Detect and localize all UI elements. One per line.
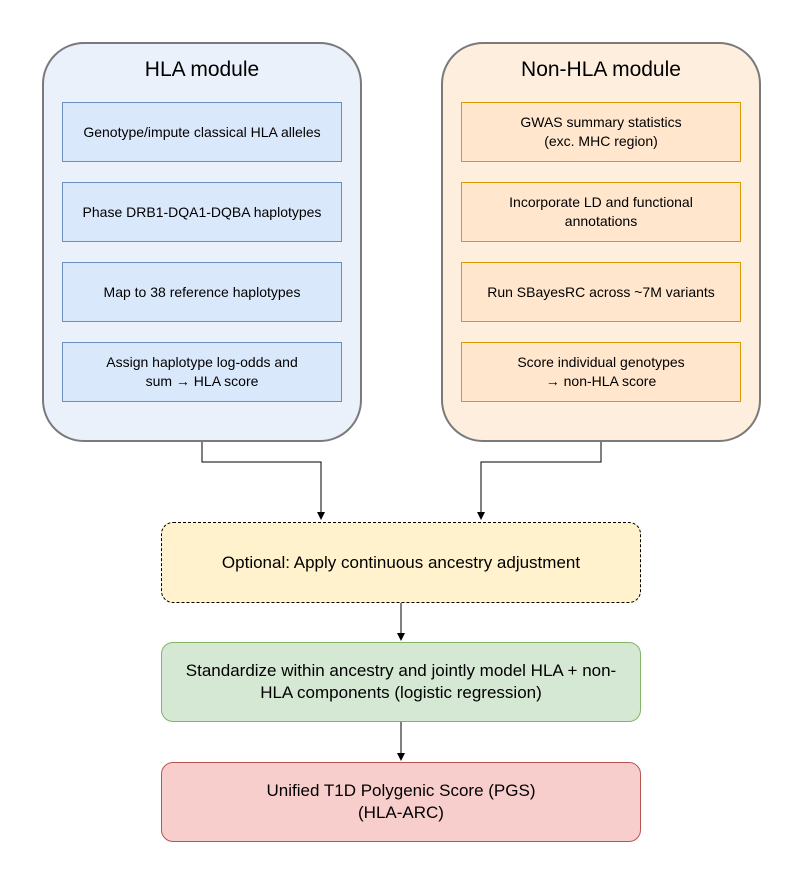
nonhla-step-gwas: GWAS summary statistics (exc. MHC region… [461, 102, 741, 162]
joint-model-step: Standardize within ancestry and jointly … [161, 642, 641, 722]
nonhla-step-sbayesrc: Run SBayesRC across ~7M variants [461, 262, 741, 322]
hla-step-map: Map to 38 reference haplotypes [62, 262, 342, 322]
hla-step-phase: Phase DRB1-DQA1-DQBA haplotypes [62, 182, 342, 242]
optional-ancestry-adjustment: Optional: Apply continuous ancestry adju… [161, 522, 641, 603]
hla-step-genotype: Genotype/impute classical HLA alleles [62, 102, 342, 162]
hla-module-title: HLA module [144, 58, 260, 81]
final-pgs-step: Unified T1D Polygenic Score (PGS) (HLA-A… [161, 762, 641, 842]
nonhla-step-ld: Incorporate LD and functional annotation… [461, 182, 741, 242]
hla-step-score: Assign haplotype log-odds and sum → HLA … [62, 342, 342, 402]
nonhla-step-score: Score individual genotypes → non-HLA sco… [461, 342, 741, 402]
nonhla-module-title: Non-HLA module [521, 58, 681, 81]
